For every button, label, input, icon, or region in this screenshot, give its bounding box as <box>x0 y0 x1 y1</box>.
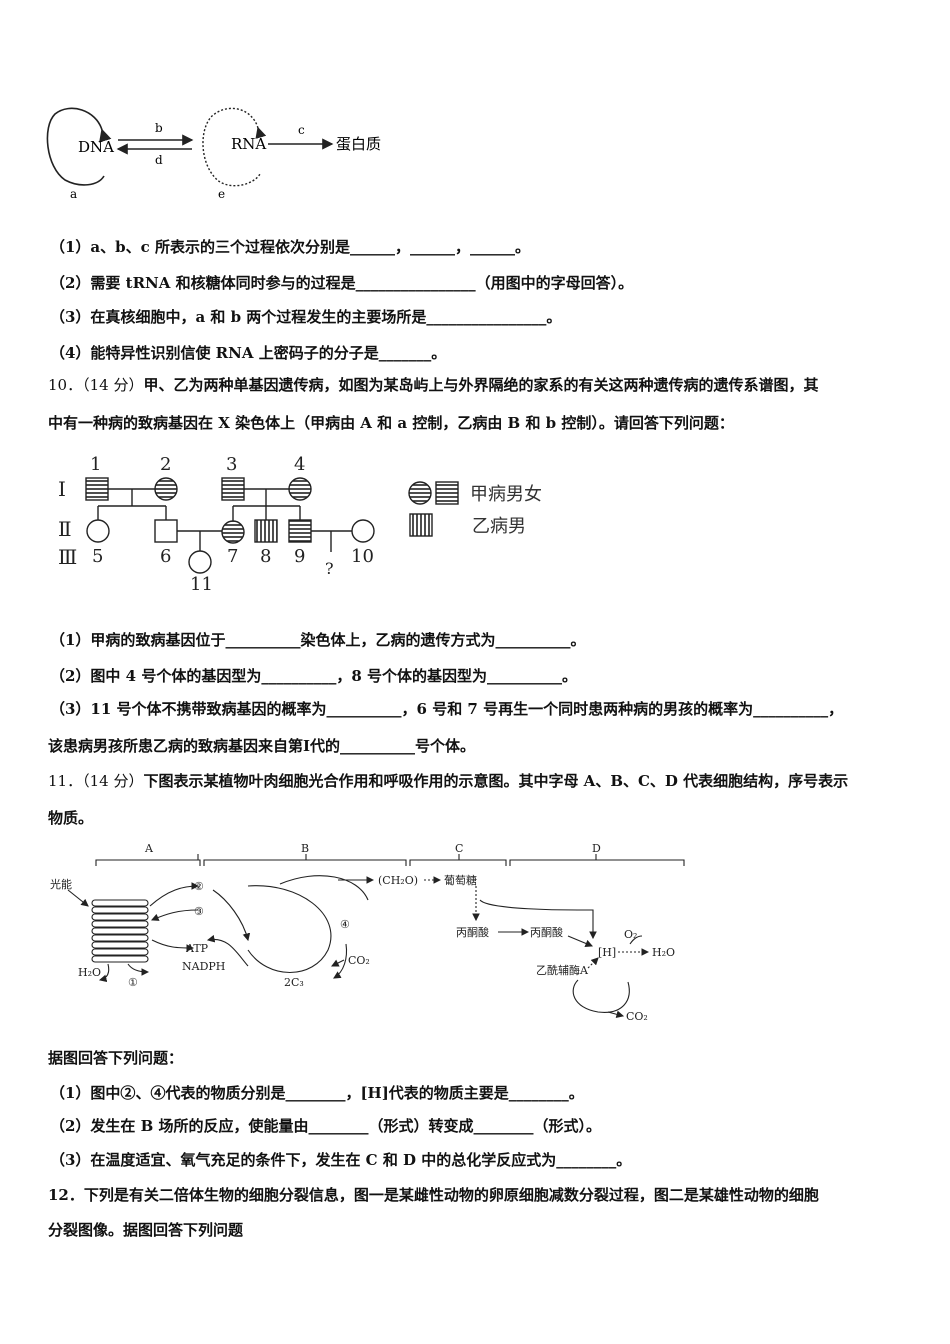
number-1: 1 <box>90 454 101 475</box>
co2-label: CO₂ <box>348 954 370 967</box>
central-dogma-figure: DNA a b d RNA e c 蛋白质 <box>46 107 381 201</box>
individual-6 <box>154 519 178 543</box>
number-10: 10 <box>351 546 374 567</box>
section-b-label: B <box>301 842 309 855</box>
label-d: d <box>155 153 163 167</box>
q9-sub4: （4）能特异性识别信使 RNA 上密码子的分子是_______。 <box>50 344 447 362</box>
pedigree-figure: Ⅰ Ⅱ Ⅲ 1 2 3 4 <box>58 454 542 595</box>
label-a: a <box>70 187 77 201</box>
q10-stem-line2: 中有一种病的致病基因在 X 染色体上（甲病由 A 和 a 控制，乙病由 B 和 … <box>48 414 734 432</box>
rna-replication-loop <box>202 107 267 187</box>
q11-number: 11．（14 分） <box>48 772 144 790</box>
individual-9 <box>288 519 312 543</box>
label-c: c <box>298 123 305 137</box>
label-b: b <box>155 121 163 135</box>
light-label: 光能 <box>50 877 72 891</box>
o2-label: O₂ <box>624 928 637 941</box>
q11-lead: 据图回答下列问题： <box>48 1049 184 1067</box>
legend-b-label: 乙病男 <box>472 516 526 537</box>
number-6: 6 <box>160 546 171 567</box>
q9-sub1: （1）a、b、c 所表示的三个过程依次分别是______，______，____… <box>50 238 531 256</box>
individual-1 <box>85 477 109 501</box>
q12-stem-line2: 分裂图像。据图回答下列问题 <box>48 1221 244 1239</box>
pyruvate-label-1: 丙酮酸 <box>456 925 489 939</box>
num-2: ② <box>194 880 204 893</box>
pyruvate-label-2: 丙酮酸 <box>530 925 563 939</box>
q10-sub3: （3）11 号个体不携带致病基因的概率为__________，6 号和 7 号再… <box>50 700 844 718</box>
gen-2-label: Ⅱ <box>58 517 72 541</box>
number-9: 9 <box>294 546 305 567</box>
legend-square-b <box>409 513 433 537</box>
number-4: 4 <box>294 454 305 475</box>
individual-5 <box>86 519 110 543</box>
h-label: [H] <box>598 946 616 959</box>
label-e: e <box>218 187 225 201</box>
number-5: 5 <box>92 546 103 567</box>
glucose-label: 葡萄糖 <box>444 873 477 887</box>
section-d-label: D <box>592 842 601 855</box>
nadph-label: NADPH <box>182 960 225 973</box>
rna-label: RNA <box>231 135 266 153</box>
q10-stem-line1: 10．（14 分）甲、乙为两种单基因遗传病，如图为某岛屿上与外界隔绝的家系的有关… <box>48 374 818 395</box>
krebs-cycle <box>572 979 630 1013</box>
q11-stem-line1: 11．（14 分）下图表示某植物叶肉细胞光合作用和呼吸作用的示意图。其中字母 A… <box>48 770 848 791</box>
q11-sub1: （1）图中②、④代表的物质分别是________，[H]代表的物质主要是____… <box>50 1084 584 1102</box>
h2o-out-label: H₂O <box>652 946 675 959</box>
individual-8 <box>254 519 278 543</box>
number-7: 7 <box>227 546 238 567</box>
c3-label: 2C₃ <box>284 976 304 989</box>
calvin-cycle <box>247 885 332 973</box>
q10-sub2: （2）图中 4 号个体的基因型为__________，8 号个体的基因型为___… <box>50 667 577 685</box>
num-4: ④ <box>340 918 350 931</box>
q9-sub3: （3）在真核细胞中，a 和 b 两个过程发生的主要场所是____________… <box>50 308 562 326</box>
thylakoid-stack <box>91 899 149 963</box>
gen-3-label: Ⅲ <box>58 545 77 569</box>
individual-2 <box>154 477 178 501</box>
legend-a-label: 甲病男女 <box>470 484 542 505</box>
legend-square-a <box>435 481 459 505</box>
dna-label: DNA <box>78 138 114 156</box>
unknown-mark: ? <box>325 559 334 578</box>
q11-sub3: （3）在温度适宜、氧气充足的条件下，发生在 C 和 D 中的总化学反应式为___… <box>50 1151 632 1169</box>
individual-10 <box>351 519 375 543</box>
section-c-label: C <box>455 842 463 855</box>
protein-label: 蛋白质 <box>336 135 381 153</box>
q12-stem-line1: 12．下列是有关二倍体生物的细胞分裂信息，图一是某雌性动物的卵原细胞减数分裂过程… <box>48 1186 819 1204</box>
gen-1-label: Ⅰ <box>58 477 66 501</box>
num-3: ③ <box>194 905 204 918</box>
q11-stem-text: 下图表示某植物叶肉细胞光合作用和呼吸作用的示意图。其中字母 A、B、C、D 代表… <box>143 772 849 790</box>
number-8: 8 <box>260 546 271 567</box>
ch2o-label: (CH₂O) <box>378 874 418 887</box>
photosynthesis-figure: A B C D <box>50 842 685 1023</box>
section-a-label: A <box>144 842 154 855</box>
number-11: 11 <box>190 574 213 595</box>
atp-label: ATP <box>185 942 209 955</box>
q10-sub3-cont: 该患病男孩所患乙病的致病基因来自第Ⅰ代的__________号个体。 <box>48 737 476 755</box>
co2-out-label: CO₂ <box>626 1010 648 1023</box>
individual-7 <box>221 520 245 544</box>
q11-sub2: （2）发生在 B 场所的反应，使能量由________（形式）转变成______… <box>50 1117 602 1135</box>
replication-loop <box>46 107 112 186</box>
number-3: 3 <box>226 454 237 475</box>
acetyl-coa-label: 乙酰辅酶A <box>536 963 589 977</box>
num-1: ① <box>128 976 138 989</box>
individual-4 <box>288 477 312 501</box>
q10-stem-text: 甲、乙为两种单基因遗传病，如图为某岛屿上与外界隔绝的家系的有关这两种遗传病的遗传… <box>143 376 819 394</box>
individual-11 <box>188 550 212 574</box>
q9-sub2: （2）需要 tRNA 和核糖体同时参与的过程是________________（… <box>50 274 634 292</box>
number-2: 2 <box>160 454 171 475</box>
legend-circle <box>408 481 432 505</box>
q10-sub1: （1）甲病的致病基因位于__________染色体上，乙病的遗传方式为_____… <box>50 631 586 649</box>
h2o-label: H₂O <box>78 966 101 979</box>
q11-stem-line2: 物质。 <box>48 809 94 827</box>
individual-3 <box>221 477 245 501</box>
q10-number: 10．（14 分） <box>48 376 144 394</box>
